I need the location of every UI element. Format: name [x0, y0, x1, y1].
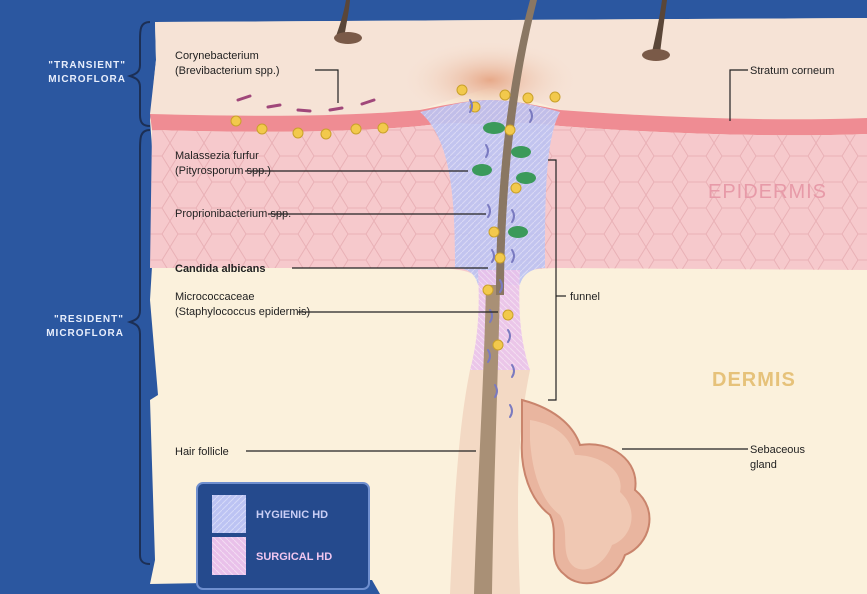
proprionibacterium-label: Proprionibacterium spp. — [175, 208, 291, 220]
corynebacterium-sublabel: (Brevibacterium spp.) — [175, 65, 280, 77]
legend: HYGIENIC HD SURGICAL HD — [197, 483, 369, 589]
micrococcaceae-label: Micrococcaceae — [175, 291, 254, 303]
dermis-label: DERMIS — [712, 369, 796, 391]
corynebacterium-label: Corynebacterium — [175, 50, 259, 62]
legend-swatch-hygienic — [212, 495, 246, 533]
epidermis-label: EPIDERMIS — [708, 181, 827, 203]
micrococcaceae-sublabel: (Staphylococcus epidermis) — [175, 306, 310, 318]
resident-label-line1: "RESIDENT" — [54, 314, 124, 325]
transient-label-line2: MICROFLORA — [48, 74, 126, 85]
side-braces — [130, 22, 150, 564]
legend-swatch-surgical — [212, 537, 246, 575]
candida-label: Candida albicans — [175, 263, 265, 275]
legend-hygienic-label: HYGIENIC HD — [256, 509, 328, 521]
funnel-label: funnel — [570, 291, 600, 303]
legend-surgical-label: SURGICAL HD — [256, 551, 332, 563]
malassezia-sublabel: (Pityrosporum spp.) — [175, 165, 271, 177]
transient-label-line1: "TRANSIENT" — [48, 60, 126, 71]
sebaceous-sublabel: gland — [750, 459, 777, 471]
sebaceous-label: Sebaceous — [750, 444, 806, 456]
resident-label-line2: MICROFLORA — [46, 328, 124, 339]
malassezia-label: Malassezia furfur — [175, 150, 259, 162]
stratum-corneum-label: Stratum corneum — [750, 65, 834, 77]
hair-follicle-label: Hair follicle — [175, 446, 229, 458]
